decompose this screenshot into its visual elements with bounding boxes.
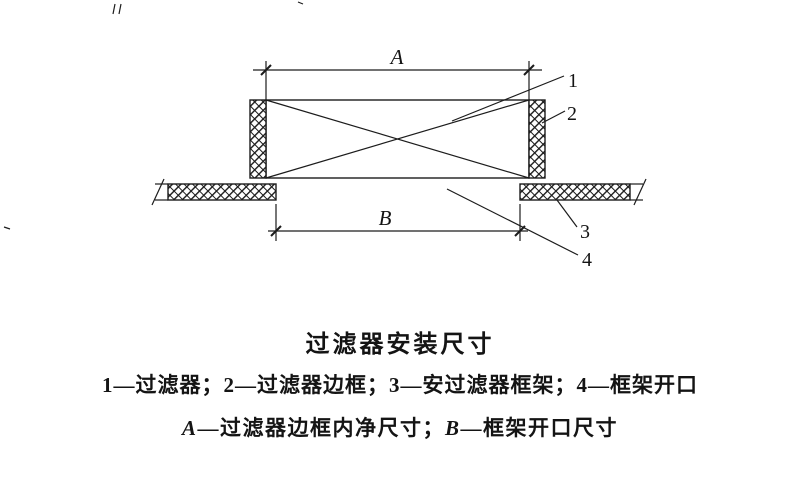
part-3-label: 3 [580,221,590,243]
part-4-label: 4 [582,249,592,271]
part-1-label: 1 [568,70,578,92]
mounting-frame-bars [151,178,647,206]
legend-dimension-names: A—过滤器边框内净尺寸；B—框架开口尺寸 [0,412,800,442]
diagram-title: 过滤器安装尺寸 [305,332,495,358]
filter-body [265,99,530,179]
filter-border-strips [249,99,546,179]
filter-installation-diagram: A B [3,1,647,271]
dimension-a-label: A [389,45,404,69]
legend-dim-a-letter: A [181,416,198,440]
scan-artifacts [3,1,304,230]
part-2-label: 2 [567,103,577,125]
leader-lines: 1 2 3 4 [446,70,592,271]
legend-part-names: 1—过滤器；2—过滤器边框；3—安过滤器框架；4—框架开口 [102,373,698,397]
dimension-a: A [253,45,542,100]
legend-dim-a-desc: —过滤器边框内净尺寸； [197,416,445,440]
legend-dim-b-desc: —框架开口尺寸 [460,416,619,440]
dimension-b-label: B [379,206,392,230]
legend-dim-b-letter: B [445,416,461,440]
